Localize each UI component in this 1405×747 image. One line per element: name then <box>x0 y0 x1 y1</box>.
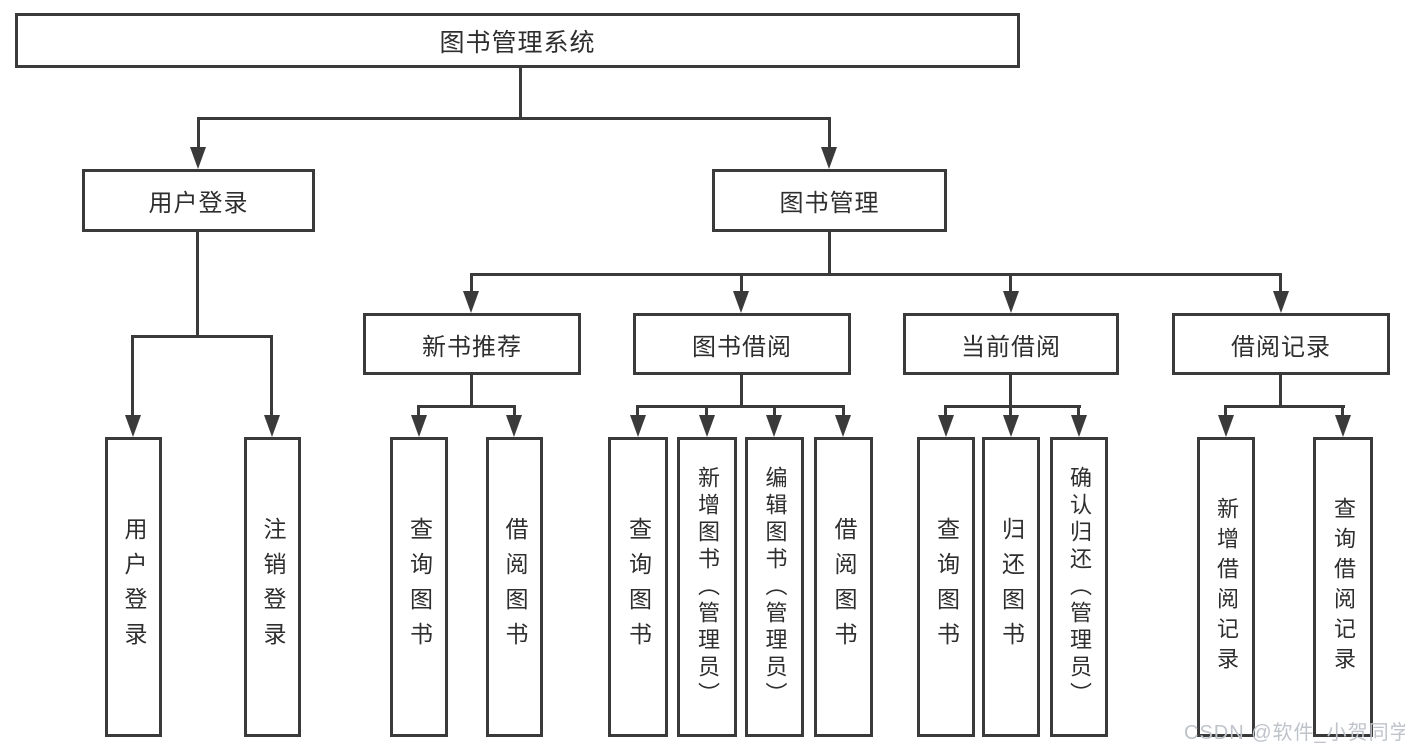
connector-drop-book-mgmt <box>828 117 831 148</box>
connector-bookborrow-bar <box>636 405 845 408</box>
arrowhead-leaf <box>699 415 715 437</box>
node-new-book-rec: 新书推荐 <box>363 313 581 375</box>
connector-newbookrec-bar <box>417 405 515 408</box>
leaf-query-books-borrow: 查询图书 <box>608 437 668 737</box>
node-book-mgmt-branch: 图书管理 <box>712 169 947 232</box>
leaf-query-books-current: 查询图书 <box>917 437 975 737</box>
leaf-confirm-return: 确认归还（管理员） <box>1050 437 1108 737</box>
connector-drop-book-borrow <box>740 273 743 293</box>
node-root: 图书管理系统 <box>15 13 1020 68</box>
arrowhead-user-login <box>190 147 206 169</box>
connector-drop-leaf-user-login <box>131 335 134 417</box>
connector-drop <box>842 405 845 417</box>
leaf-query-books-rec: 查询图书 <box>390 437 448 737</box>
arrowhead-leaf <box>1071 415 1087 437</box>
connector-root-bar <box>197 117 831 120</box>
connector-drop-user-login <box>197 117 200 148</box>
leaf-return-books: 归还图书 <box>982 437 1040 737</box>
connector-bookmgmt-stem <box>828 232 831 273</box>
node-user-login-branch: 用户登录 <box>82 169 315 232</box>
connector-userlogin-stem <box>196 232 199 335</box>
node-book-borrow: 图书借阅 <box>633 313 851 375</box>
connector-root-stem <box>519 68 522 117</box>
connector-drop <box>417 405 420 417</box>
connector-drop-leaf-logout <box>270 335 273 417</box>
leaf-logout: 注销登录 <box>244 437 301 737</box>
connector-drop-new-book-rec <box>470 273 473 293</box>
connector-currentborrow-bar <box>944 405 1081 408</box>
connector-bookborrow-stem <box>740 375 743 408</box>
arrowhead-leaf-user-login <box>125 415 141 437</box>
arrowhead-leaf <box>835 415 851 437</box>
connector-drop <box>773 405 776 417</box>
leaf-edit-books: 编辑图书（管理员） <box>745 437 804 737</box>
connector-drop <box>1341 405 1344 417</box>
connector-drop <box>636 405 639 417</box>
arrowhead-leaf <box>1218 415 1234 437</box>
arrowhead-leaf <box>1335 415 1351 437</box>
leaf-query-borrow-record: 查询借阅记录 <box>1313 437 1373 737</box>
arrowhead-leaf <box>938 415 954 437</box>
leaf-borrow-books-rec: 借阅图书 <box>486 437 543 737</box>
connector-drop <box>944 405 947 417</box>
connector-drop <box>1077 405 1080 417</box>
leaf-user-login: 用户登录 <box>105 437 162 737</box>
csdn-watermark: CSDN @软件_小贺同学 <box>1184 722 1405 744</box>
arrowhead-leaf <box>506 415 522 437</box>
leaf-borrow-books: 借阅图书 <box>814 437 873 737</box>
connector-drop <box>513 405 516 417</box>
arrowhead-book-mgmt <box>821 147 837 169</box>
connector-newbookrec-stem <box>470 375 473 408</box>
arrowhead-new-book-rec <box>463 291 479 313</box>
leaf-add-books: 新增图书（管理员） <box>677 437 737 737</box>
arrowhead-leaf <box>1003 415 1019 437</box>
connector-drop <box>1224 405 1227 417</box>
connector-drop <box>705 405 708 417</box>
node-current-borrow: 当前借阅 <box>903 313 1119 375</box>
connector-drop-borrow-records <box>1279 273 1282 293</box>
connector-userlogin-bar <box>131 335 272 338</box>
connector-drop <box>1009 405 1012 417</box>
leaf-add-borrow-record: 新增借阅记录 <box>1197 437 1255 737</box>
arrowhead-borrow-records <box>1273 291 1289 313</box>
connector-drop-current-borrow <box>1009 273 1012 293</box>
arrowhead-leaf <box>630 415 646 437</box>
connector-bookmgmt-bar <box>470 273 1282 276</box>
arrowhead-book-borrow <box>733 291 749 313</box>
connector-borrowrecords-stem <box>1279 375 1282 408</box>
connector-borrowrecords-bar <box>1224 405 1345 408</box>
node-borrow-records: 借阅记录 <box>1172 313 1390 375</box>
connector-currentborrow-stem <box>1009 375 1012 408</box>
arrowhead-current-borrow <box>1003 291 1019 313</box>
arrowhead-leaf <box>766 415 782 437</box>
arrowhead-leaf-logout <box>264 415 280 437</box>
arrowhead-leaf <box>411 415 427 437</box>
